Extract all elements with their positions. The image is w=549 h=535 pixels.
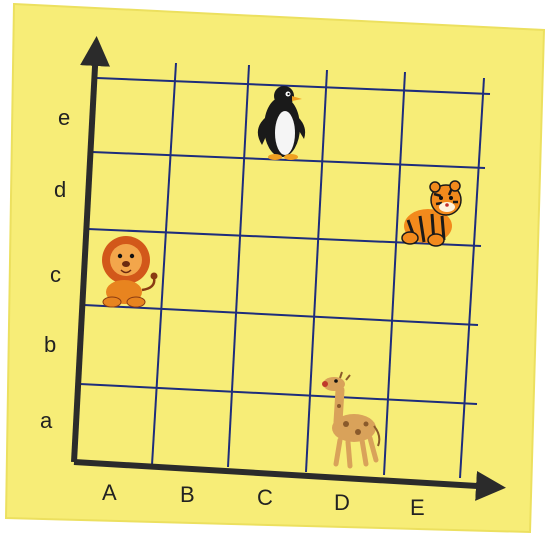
column-label-C: C [257,485,273,510]
row-label-a: a [40,408,53,433]
row-label-b: b [44,332,56,357]
column-label-B: B [180,482,195,507]
row-label-d: d [54,177,66,202]
column-label-D: D [334,490,350,515]
row-label-e: e [58,105,70,130]
column-label-A: A [102,480,117,505]
column-label-E: E [410,495,425,520]
row-label-c: c [50,262,61,287]
